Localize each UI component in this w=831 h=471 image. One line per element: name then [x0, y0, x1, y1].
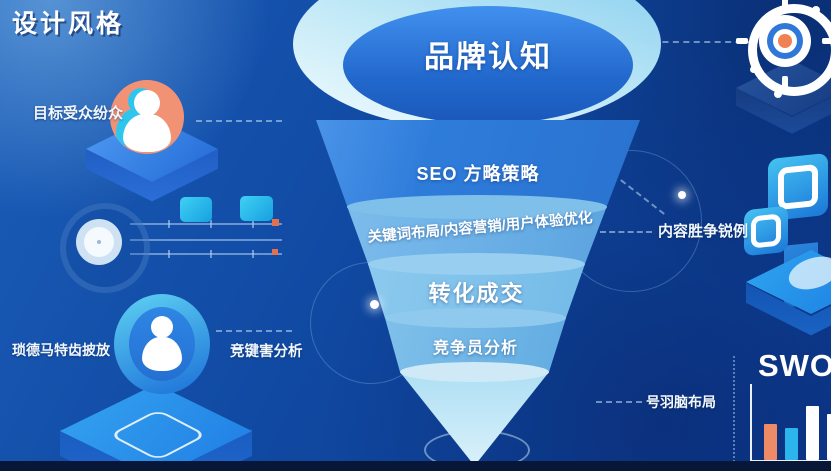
wire-endcap: [272, 249, 278, 255]
funnel-label-competitor: 竞争员分析: [432, 340, 518, 357]
wire-tick: [210, 220, 212, 228]
page-title: 设计风格: [12, 10, 125, 38]
funnel-tier-seo: [316, 120, 640, 206]
label-keyword-analysis: 竞键害分析: [230, 344, 303, 360]
user-icon: [110, 80, 184, 154]
swot-y-axis: [750, 384, 752, 462]
wire-tick: [252, 250, 254, 258]
wire-line: [130, 253, 282, 255]
funnel-lip: [385, 308, 566, 328]
swot-title: SWOT: [758, 348, 831, 383]
wire-tick: [168, 250, 170, 258]
label-keyword-layout: 号羽脑布局: [646, 394, 716, 410]
connector-dash-bottom-right: [596, 401, 642, 403]
glow-node-dot: [370, 300, 379, 309]
funnel-label-seo-strategy: SEO 方略策略: [416, 164, 540, 184]
chip-button-icon: [240, 196, 273, 221]
target-outer-ring: [748, 4, 831, 96]
swot-bar: [764, 424, 777, 460]
glow-node-dot: [678, 191, 686, 199]
connector-dash-left: [196, 120, 282, 122]
user-silhouette: [110, 80, 184, 154]
chip-button-icon: [180, 197, 212, 222]
user-in-ring-inner: [129, 307, 195, 381]
funnel-lip: [400, 362, 549, 382]
funnel-label-brand-awareness: 品牌认知: [424, 41, 552, 74]
bottom-bar: [0, 461, 831, 471]
connector-dash-top-right: [652, 41, 752, 43]
wire-tick: [168, 220, 170, 228]
funnel-top-opening: [343, 6, 633, 124]
swot-bar: [806, 406, 819, 460]
target-spoke: [736, 38, 748, 44]
wire-endcap: [272, 219, 279, 226]
wire-line: [130, 223, 282, 225]
user-silhouette: [129, 307, 195, 381]
bullseye-target-icon: [736, 0, 831, 98]
funnel-lip: [368, 253, 585, 275]
swot-bars: [764, 404, 831, 460]
label-content-competition: 内容胜争锐例: [658, 223, 749, 240]
wire-line: [130, 239, 282, 241]
speaker-dial-core: [84, 227, 114, 257]
connector-dash-left-bottom: [216, 330, 292, 332]
wire-tick: [252, 220, 254, 228]
wire-tick: [210, 250, 212, 258]
app-tile-icon: [744, 205, 788, 257]
funnel-lip: [347, 195, 607, 219]
target-center-dot: [778, 34, 792, 48]
label-target-audience: 目标受众纷众: [33, 105, 124, 122]
swot-bar: [785, 428, 798, 460]
swot-bar: [827, 414, 831, 460]
swot-dotted-divider: [733, 356, 735, 462]
target-spoke-dot: [774, 90, 782, 98]
label-persona: 琐德马特齿披放: [12, 342, 110, 358]
funnel-label-conversion: 转化成交: [428, 281, 525, 306]
